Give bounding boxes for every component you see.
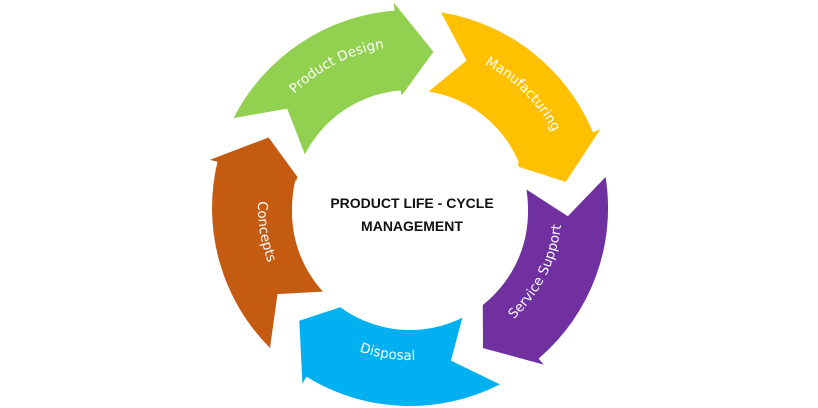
cycle-ring	[209, 2, 609, 406]
center-title: PRODUCT LIFE - CYCLE MANAGEMENT	[330, 195, 493, 234]
stage-arrow-manufacturing	[428, 12, 601, 182]
center-title-line-1: PRODUCT LIFE - CYCLE	[330, 195, 493, 211]
stage-arrow-disposal	[299, 303, 500, 406]
stage-arrow-concepts	[209, 137, 327, 348]
stage-arrow-product-design	[233, 2, 434, 155]
stage-arrow-service-support	[482, 177, 609, 365]
center-circle	[292, 94, 528, 330]
center-title-line-2: MANAGEMENT	[361, 218, 463, 234]
